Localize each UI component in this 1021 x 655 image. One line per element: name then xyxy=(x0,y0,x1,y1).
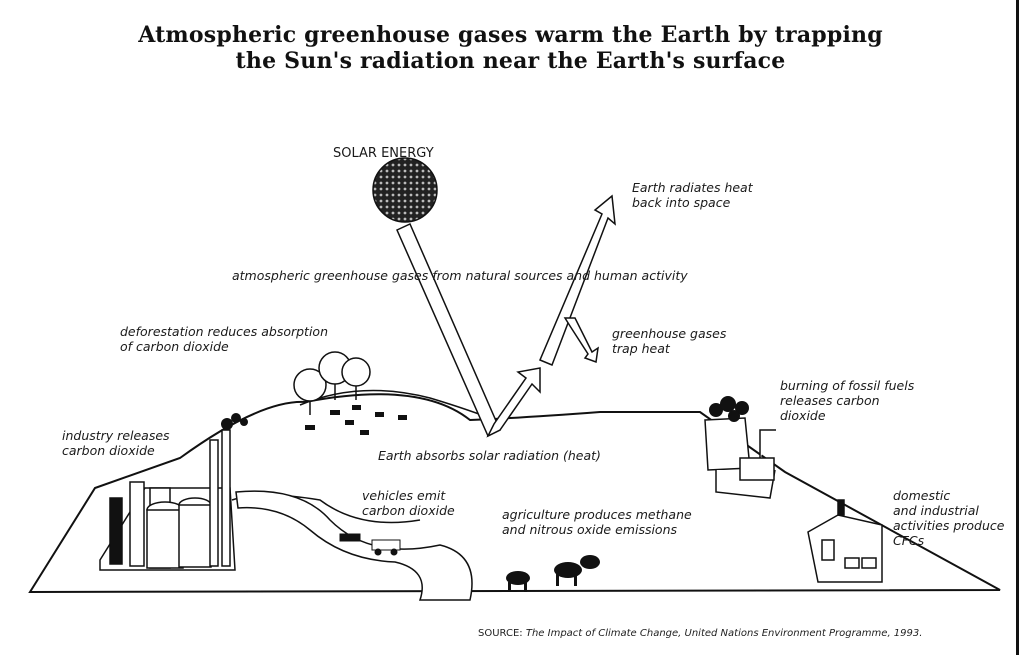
agriculture-label: agriculture produces methane and nitrous… xyxy=(502,507,692,537)
source-citation: SOURCE: The Impact of Climate Change, Un… xyxy=(478,628,922,639)
greenhouse-trap-label: greenhouse gases trap heat xyxy=(612,326,727,356)
source-prefix: SOURCE: xyxy=(478,628,523,639)
deforestation-label: deforestation reduces absorption of carb… xyxy=(120,324,329,354)
industry-label: industry releases carbon dioxide xyxy=(62,428,170,458)
earth-absorbs-label: Earth absorbs solar radiation (heat) xyxy=(378,448,601,463)
house-icon xyxy=(807,499,883,583)
title-line-2: the Sun's radiation near the Earth's sur… xyxy=(235,48,786,74)
burning-fuels-label: burning of fossil fuels releases carbon … xyxy=(780,378,915,423)
radiation-to-space-arrow xyxy=(539,194,616,366)
cattle-icon xyxy=(506,555,600,592)
solar-energy-label: SOLAR ENERGY xyxy=(333,146,434,161)
car-icon xyxy=(339,533,401,556)
domestic-label: domestic and industrial activities produ… xyxy=(893,488,1005,548)
factory-icon xyxy=(99,429,236,571)
diagram-title: Atmospheric greenhouse gases warm the Ea… xyxy=(0,22,1021,74)
earth-radiates-label: Earth radiates heat back into space xyxy=(632,180,753,210)
page-border xyxy=(1016,0,1019,655)
trees-icon xyxy=(293,351,371,415)
title-line-1: Atmospheric greenhouse gases warm the Ea… xyxy=(138,22,883,48)
road xyxy=(235,490,473,601)
sun-icon xyxy=(372,157,438,223)
vehicles-label: vehicles emit carbon dioxide xyxy=(362,488,455,518)
trapped-heat-arrow xyxy=(563,317,599,364)
tree-stumps-icon xyxy=(305,405,407,435)
fossil-smoke-icon xyxy=(709,396,749,422)
reflected-radiation-arrow xyxy=(486,367,541,438)
atmospheric-gases-label: atmospheric greenhouse gases from natura… xyxy=(232,268,688,283)
smoke-icon xyxy=(221,413,248,430)
source-text: The Impact of Climate Change, United Nat… xyxy=(525,628,923,639)
power-station-icon xyxy=(704,417,776,499)
